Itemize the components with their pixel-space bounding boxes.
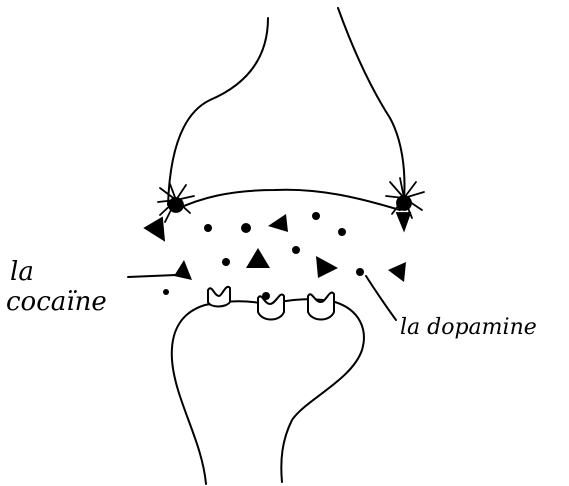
- cocaine-pointer-line: [128, 275, 176, 277]
- dopamine-molecules: [163, 212, 364, 300]
- dopamine-dot: [241, 223, 251, 233]
- cocaine-triangle: [316, 256, 338, 278]
- dopamine-dot: [222, 258, 230, 266]
- cocaine-label-line1: la: [10, 257, 34, 287]
- presynaptic-right-outline: [338, 8, 404, 200]
- cocaine-label-line2: cocaïne: [6, 287, 107, 317]
- dopamine-dot: [312, 212, 320, 220]
- dopamine-dot: [338, 228, 346, 236]
- dopamine-dot: [292, 246, 300, 254]
- cocaine-triangle: [246, 248, 270, 268]
- receptor: [258, 295, 284, 320]
- receptor: [308, 293, 334, 320]
- dopamine-dot: [356, 268, 364, 276]
- cocaine-triangle: [388, 262, 406, 282]
- receptor: [208, 287, 230, 307]
- presynaptic-left-outline: [168, 18, 268, 205]
- postsynaptic-neuron: [172, 299, 364, 484]
- dopamine-pointer-line: [366, 276, 396, 320]
- cocaine-triangle: [268, 214, 288, 232]
- postsynaptic-outline: [172, 299, 364, 484]
- presynaptic-neuron: [168, 8, 404, 210]
- dopamine-label: la dopamine: [400, 315, 537, 340]
- dopamine-dot: [163, 289, 169, 295]
- presynaptic-terminal-membrane: [175, 190, 400, 210]
- cocaine-triangle: [174, 260, 192, 280]
- dopamine-receptors: [208, 287, 334, 320]
- dopamine-dot: [204, 224, 212, 232]
